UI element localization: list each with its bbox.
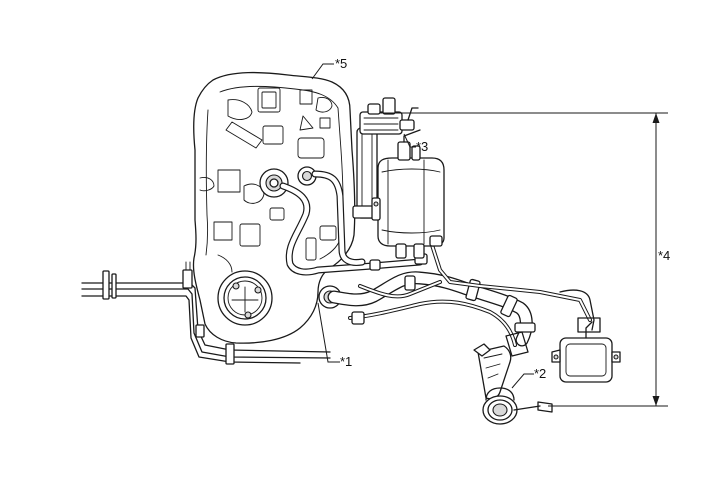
leader-c2 (511, 373, 534, 389)
leader-lines (311, 63, 534, 389)
fuel-lines (81, 261, 331, 365)
vent-box (551, 321, 621, 383)
callout-label-5: *5 (335, 56, 347, 71)
leader-c3 (403, 133, 416, 148)
callout-label-4: *4 (658, 248, 670, 263)
callout-label-2: *2 (534, 366, 546, 381)
callout-label-1: *1 (340, 354, 352, 369)
callout-label-3: *3 (416, 139, 428, 154)
fuel-tank (192, 71, 356, 344)
dimension-height (380, 112, 668, 407)
leader-c5 (311, 63, 334, 80)
vapor-hoses (279, 170, 601, 347)
leader-c1 (317, 302, 340, 363)
charcoal-canister (352, 97, 445, 259)
fuel-filler-neck (473, 331, 553, 425)
